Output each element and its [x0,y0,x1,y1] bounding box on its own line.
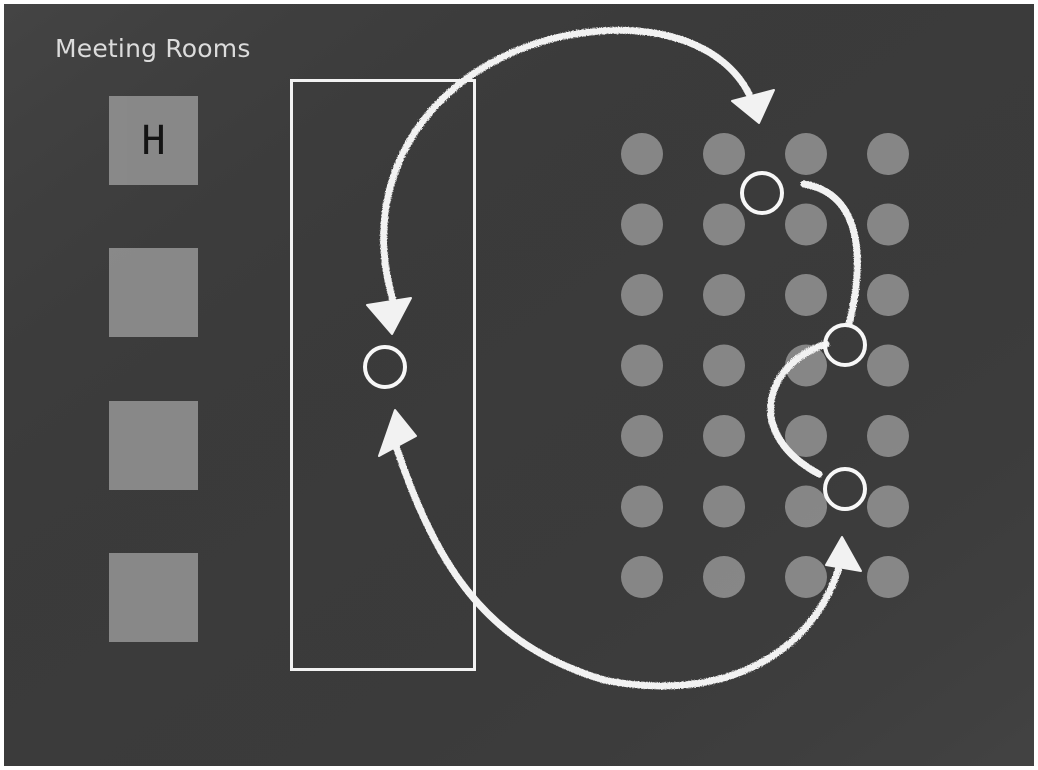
seat-dot[interactable] [867,485,909,528]
arrow-bottom-loop [388,430,844,690]
seat-dot[interactable] [621,133,663,175]
seat-dot[interactable] [785,344,827,387]
seat-dot[interactable] [703,203,745,246]
seat-dot[interactable] [867,415,909,457]
room-glyph [109,248,198,337]
arrow-head-icon [731,89,775,124]
seat-dot[interactable] [703,133,745,175]
seat-dot[interactable] [785,274,827,316]
seat-dot[interactable] [621,274,663,316]
seat-dot[interactable] [703,415,745,457]
seat-dot[interactable] [621,203,663,246]
ring-marker-icon [363,345,407,389]
ring-marker-icon [823,323,867,367]
seat-dot[interactable] [785,556,827,598]
arrow-seat-to-seat-upper [800,180,861,328]
seat-dot[interactable] [867,133,909,175]
seat-dot[interactable] [867,203,909,246]
seat-dot[interactable] [785,203,827,246]
meeting-room-1[interactable]: H [109,96,198,185]
ring-marker-icon [740,171,784,215]
meeting-room-3[interactable] [109,401,198,490]
room-glyph: H [141,117,166,164]
seat-dot[interactable] [621,556,663,598]
ring-marker-icon [823,467,867,511]
meeting-room-2[interactable] [109,248,198,337]
arrow-top-loop [380,26,753,308]
seat-dot[interactable] [785,415,827,457]
seat-dot[interactable] [867,556,909,598]
room-glyph [109,401,198,490]
seat-dot[interactable] [867,274,909,316]
arrow-heads [366,89,862,572]
room-glyph [109,553,198,642]
seat-dot[interactable] [621,344,663,387]
ring-markers [363,171,867,511]
arrow-seat-to-seat-lower [767,340,830,478]
seat-grid [621,133,909,598]
seat-dot[interactable] [621,415,663,457]
page-title: Meeting Rooms [55,34,251,63]
chalk-arrows [380,26,861,690]
seat-dot[interactable] [785,133,827,175]
meeting-room-4[interactable] [109,553,198,642]
chalkboard: Meeting Rooms H [4,4,1034,766]
corridor-frame [290,79,476,671]
seat-dot[interactable] [703,556,745,598]
seat-dot[interactable] [703,344,745,387]
seat-dot[interactable] [867,344,909,387]
arrow-head-icon [366,297,412,335]
arrow-head-icon [378,409,417,457]
seat-dot[interactable] [785,485,827,528]
seat-dot[interactable] [703,274,745,316]
seat-dot[interactable] [621,485,663,528]
arrow-head-icon [825,536,862,572]
seat-dot[interactable] [703,485,745,528]
